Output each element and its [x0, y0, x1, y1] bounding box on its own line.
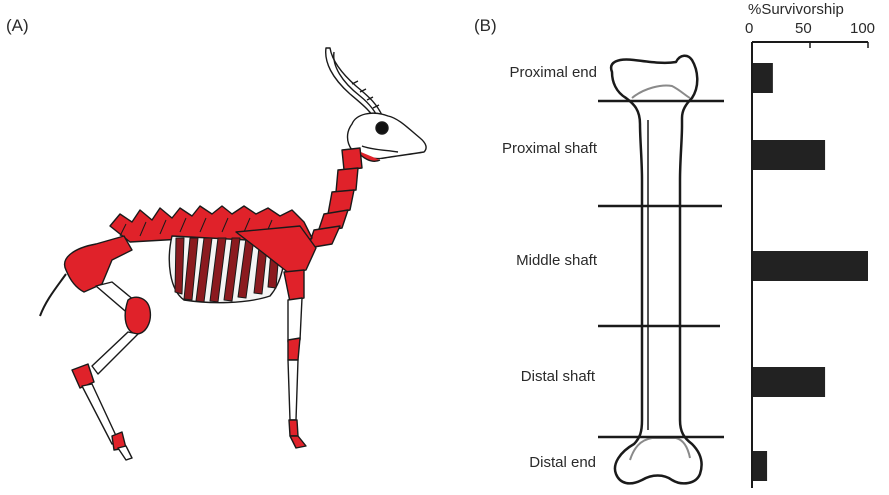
- segment-dividers: [598, 101, 724, 437]
- bone-distal-articular-line: [630, 438, 690, 460]
- long-bone-illustration: [611, 56, 701, 484]
- bar-proximal-shaft: [753, 140, 825, 170]
- bar-distal-end: [753, 451, 767, 481]
- bone-proximal-articular-line: [632, 86, 690, 99]
- hind-leg: [72, 282, 150, 460]
- bar-distal-shaft: [753, 367, 825, 397]
- cervical-vertebrae: [308, 148, 362, 248]
- fore-leg: [284, 270, 306, 448]
- bar-middle-shaft: [753, 251, 868, 281]
- tail: [40, 274, 66, 316]
- pelvis: [65, 236, 132, 292]
- survivorship-bar-chart: [752, 42, 868, 488]
- bar-proximal-end: [753, 63, 773, 93]
- bone-proximal-head: [611, 56, 701, 484]
- gazelle-skeleton-illustration: [40, 48, 426, 460]
